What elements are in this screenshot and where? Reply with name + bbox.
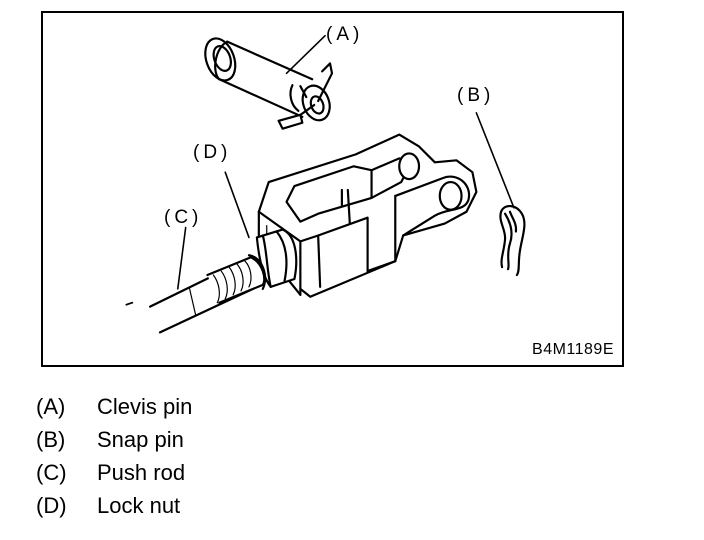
legend-label: Clevis pin [97,393,193,419]
leader-line-a [285,34,326,75]
leader-line-b [475,112,515,209]
legend-key: (C) [36,459,67,485]
legend-row: (A) Clevis pin [36,390,436,423]
lock-nut-drawing [255,228,298,288]
snap-pin-drawing [499,204,526,277]
callout-d: (D) [193,142,232,163]
legend-label: Snap pin [97,426,184,452]
leader-line-c [176,226,187,290]
legend-label: Push rod [97,459,186,485]
legend-row: (C) Push rod [36,456,436,489]
callout-a: (A) [326,24,364,45]
legend: (A) Clevis pin (B) Snap pin (C) Push rod… [36,390,436,522]
clevis-pin-drawing [204,37,334,130]
figure-code: B4M1189E [532,341,614,358]
callout-b: (B) [457,85,495,106]
legend-label: Lock nut [97,492,181,518]
legend-row: (B) Snap pin [36,423,436,456]
push-rod-drawing [125,254,267,334]
diagram-frame: (A) (B) (D) (C) B4M1189E [41,11,624,367]
clevis-assembly-drawing [125,34,526,334]
callout-c: (C) [164,207,203,228]
legend-key: (B) [36,426,66,452]
legend-row: (D) Lock nut [36,489,436,522]
legend-key: (D) [36,492,67,518]
leader-line-d [224,171,250,239]
legend-key: (A) [36,393,66,419]
